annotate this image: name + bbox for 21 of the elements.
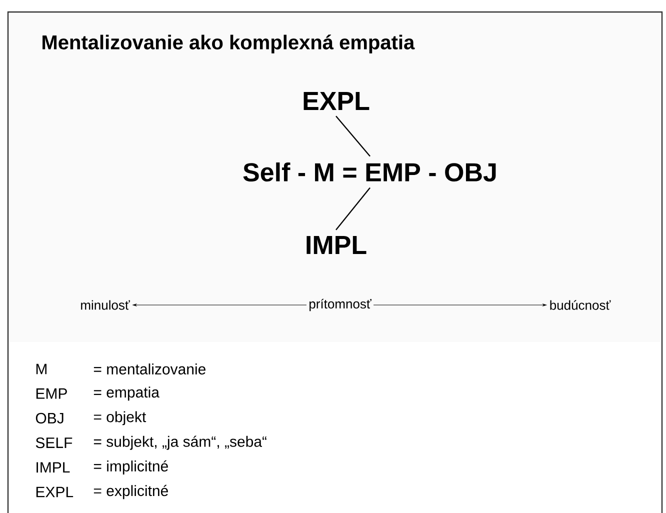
term: IMPL — [306, 236, 366, 254]
connector-line — [336, 187, 370, 230]
abbreviation: M — [36, 364, 46, 374]
title: Mentalizovanie ako komplexná empatia — [42, 34, 415, 54]
abbreviation: IMPL — [36, 462, 70, 473]
definition: = explicitné — [94, 484, 168, 500]
term: EXPL — [304, 92, 370, 110]
formula-row: Self - M = EMP - OBJ — [243, 162, 496, 182]
abbreviation: EMP — [36, 388, 67, 399]
abbreviation: SELF — [36, 437, 72, 448]
abbreviation: OBJ — [36, 412, 64, 424]
definition: = empatia — [94, 386, 160, 401]
definition: = implicitné — [94, 460, 168, 474]
abbreviation: EXPL — [36, 486, 74, 498]
time-label: minulosť — [81, 300, 130, 310]
definition: = subjekt, „ja sám“, „seba“ — [94, 436, 266, 450]
time-label: budúcnosť — [550, 300, 611, 310]
time-label: prítomnosť — [310, 298, 372, 312]
connector-line — [336, 116, 370, 157]
definition: = objekt — [94, 411, 146, 426]
definition: = mentalizovanie — [94, 363, 206, 374]
